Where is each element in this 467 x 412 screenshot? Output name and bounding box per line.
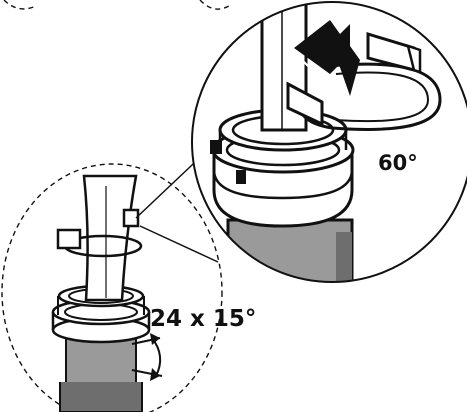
zoom-detail: 60°	[191, 1, 467, 283]
zoom-circle-outline	[191, 1, 467, 283]
clip-tab-left	[286, 81, 324, 127]
zoom-pipe	[226, 218, 354, 282]
detail-dashed-outline	[1, 163, 223, 412]
shaft	[82, 174, 138, 302]
detail-overview: 24 x 15°	[1, 163, 256, 412]
previous-step-circle-left	[3, 0, 37, 10]
detent-spec-label: 24 x 15°	[150, 306, 256, 332]
clip-ring	[56, 208, 143, 258]
angle-arc-icon	[131, 333, 163, 381]
rotation-angle-label: 60°	[378, 151, 418, 175]
double-arrow-icon	[291, 20, 360, 96]
previous-step-circle-right	[199, 0, 233, 10]
zoom-clip-ring	[286, 31, 442, 131]
